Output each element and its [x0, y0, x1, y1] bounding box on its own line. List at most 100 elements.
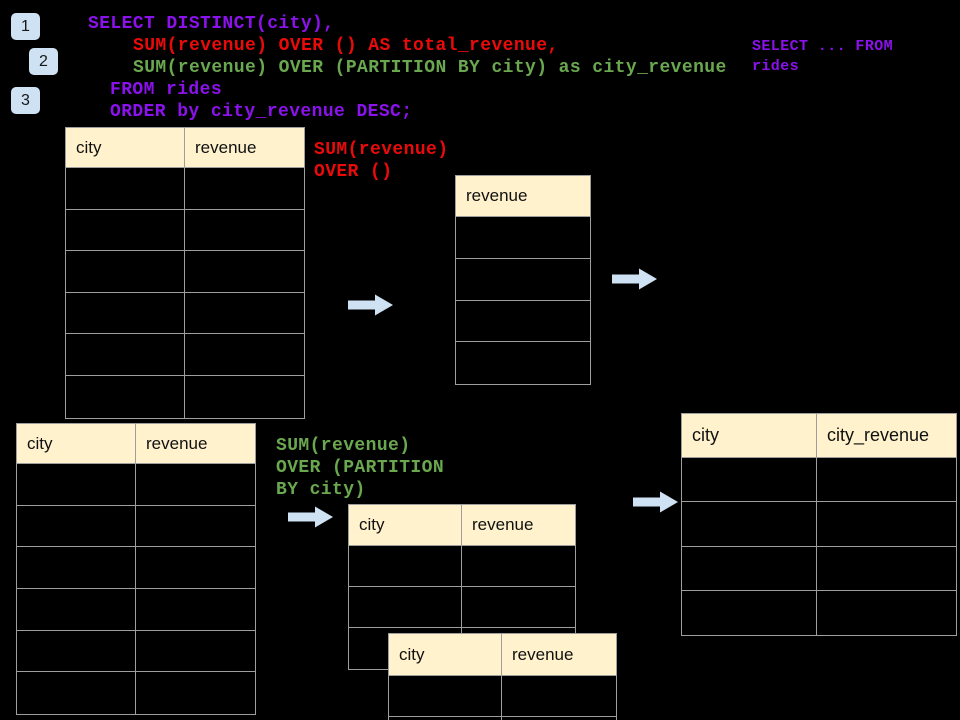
table-row	[17, 547, 255, 590]
annotation-partition-line3: BY city)	[276, 480, 366, 500]
sql-line-city-revenue: SUM(revenue) OVER (PARTITION BY city) as…	[133, 58, 727, 78]
table-row	[349, 587, 575, 628]
table-cell-empty	[462, 587, 575, 628]
table-cell-empty	[185, 251, 304, 293]
table-row	[66, 251, 304, 293]
sql-line-total-revenue: SUM(revenue) OVER () AS total_revenue,	[133, 36, 559, 56]
table-cell-empty	[462, 546, 575, 587]
table-cell-empty	[136, 547, 255, 590]
table-cell-empty	[349, 546, 462, 587]
table-cell-empty	[136, 631, 255, 673]
table-row	[17, 464, 255, 506]
side-note-select-from: SELECT ... FROM	[752, 38, 894, 55]
table-cell-empty	[456, 342, 590, 384]
annotation-partition-line2: OVER (PARTITION	[276, 458, 445, 478]
table-header-row: city revenue	[17, 424, 255, 464]
table-row	[456, 342, 590, 384]
flow-arrow	[633, 491, 679, 513]
table-cell-empty	[817, 458, 956, 503]
table-cell-empty	[66, 168, 185, 210]
table-cell-empty	[185, 168, 304, 210]
table-city-revenue-result: city city_revenue	[681, 413, 957, 637]
table-row	[17, 505, 255, 548]
table-row	[17, 589, 255, 631]
table-cell-empty	[136, 589, 255, 631]
sql-line-order-by: ORDER by city_revenue DESC;	[110, 102, 413, 122]
table-row	[17, 630, 255, 673]
table-cell-empty	[456, 259, 590, 301]
table-cell-empty	[66, 251, 185, 293]
column-header-revenue: revenue	[512, 644, 574, 664]
table-cell-empty	[456, 217, 590, 259]
annotation-total-line2: OVER ()	[314, 162, 393, 182]
table-cell-empty	[349, 587, 462, 628]
table-row	[66, 334, 304, 376]
table-row	[682, 546, 956, 591]
table-cell-empty	[17, 672, 136, 715]
table-cell-empty	[682, 458, 817, 503]
table-row	[456, 259, 590, 301]
table-cell-empty	[817, 502, 956, 547]
table-header-row: city revenue	[66, 128, 304, 168]
flow-arrow	[612, 268, 658, 290]
table-row	[66, 292, 304, 335]
table-cell-empty	[136, 672, 255, 714]
table-header-row: city revenue	[349, 505, 575, 546]
table-cell-empty	[502, 676, 616, 717]
column-header-city: city	[682, 414, 817, 457]
column-header-revenue: revenue	[472, 515, 534, 534]
table-total-revenue-result: revenue	[455, 175, 591, 386]
column-header-city: city	[349, 505, 462, 545]
table-cell-empty	[17, 464, 136, 506]
table-cell-empty	[456, 301, 590, 343]
table-cell-empty	[136, 464, 255, 506]
column-header-revenue: revenue	[466, 186, 528, 205]
table-row	[389, 717, 616, 720]
table-row	[682, 590, 956, 636]
table-row	[66, 209, 304, 252]
table-row	[456, 217, 590, 259]
table-cell-empty	[66, 209, 185, 252]
flow-arrow	[348, 294, 394, 316]
step-badge-3: 3	[11, 87, 40, 114]
table-cell-empty	[682, 590, 817, 636]
step-badge-1: 1	[11, 13, 40, 40]
table-cell-empty	[817, 547, 956, 591]
annotation-partition-line1: SUM(revenue)	[276, 436, 411, 456]
table-row	[682, 458, 956, 503]
table-cell-empty	[66, 375, 185, 418]
table-rides-bottom: city revenue	[16, 423, 256, 716]
table-header-row: city revenue	[389, 634, 616, 676]
column-header-revenue: revenue	[146, 433, 208, 453]
column-header-city: city	[66, 128, 185, 167]
table-row	[66, 168, 304, 210]
side-note-rides: rides	[752, 58, 800, 75]
table-header-row: city city_revenue	[682, 414, 956, 458]
table-row	[682, 502, 956, 547]
table-cell-empty	[66, 334, 185, 376]
arrow-right-icon	[288, 506, 333, 528]
table-cell-empty	[185, 210, 304, 252]
sql-line-from: FROM rides	[110, 80, 223, 100]
table-cell-empty	[185, 334, 304, 376]
table-partition-step: city revenue	[348, 504, 576, 670]
table-cell-empty	[817, 591, 956, 635]
table-cell-empty	[17, 547, 136, 590]
table-row	[17, 672, 255, 715]
table-cell-empty	[136, 506, 255, 548]
table-cell-empty	[17, 630, 136, 673]
annotation-total-line1: SUM(revenue)	[314, 140, 449, 160]
flow-arrow	[288, 506, 334, 528]
column-header-city-revenue: city_revenue	[827, 425, 930, 445]
table-cell-empty	[389, 676, 502, 717]
table-cell-empty	[185, 376, 304, 418]
table-row	[349, 546, 575, 587]
table-cell-empty	[682, 546, 817, 591]
table-cell-empty	[185, 293, 304, 335]
table-cell-empty	[682, 502, 817, 547]
table-row	[456, 301, 590, 343]
table-cell-empty	[66, 292, 185, 335]
table-cell-empty	[17, 505, 136, 548]
sql-line-select: SELECT DISTINCT(city),	[88, 14, 335, 34]
